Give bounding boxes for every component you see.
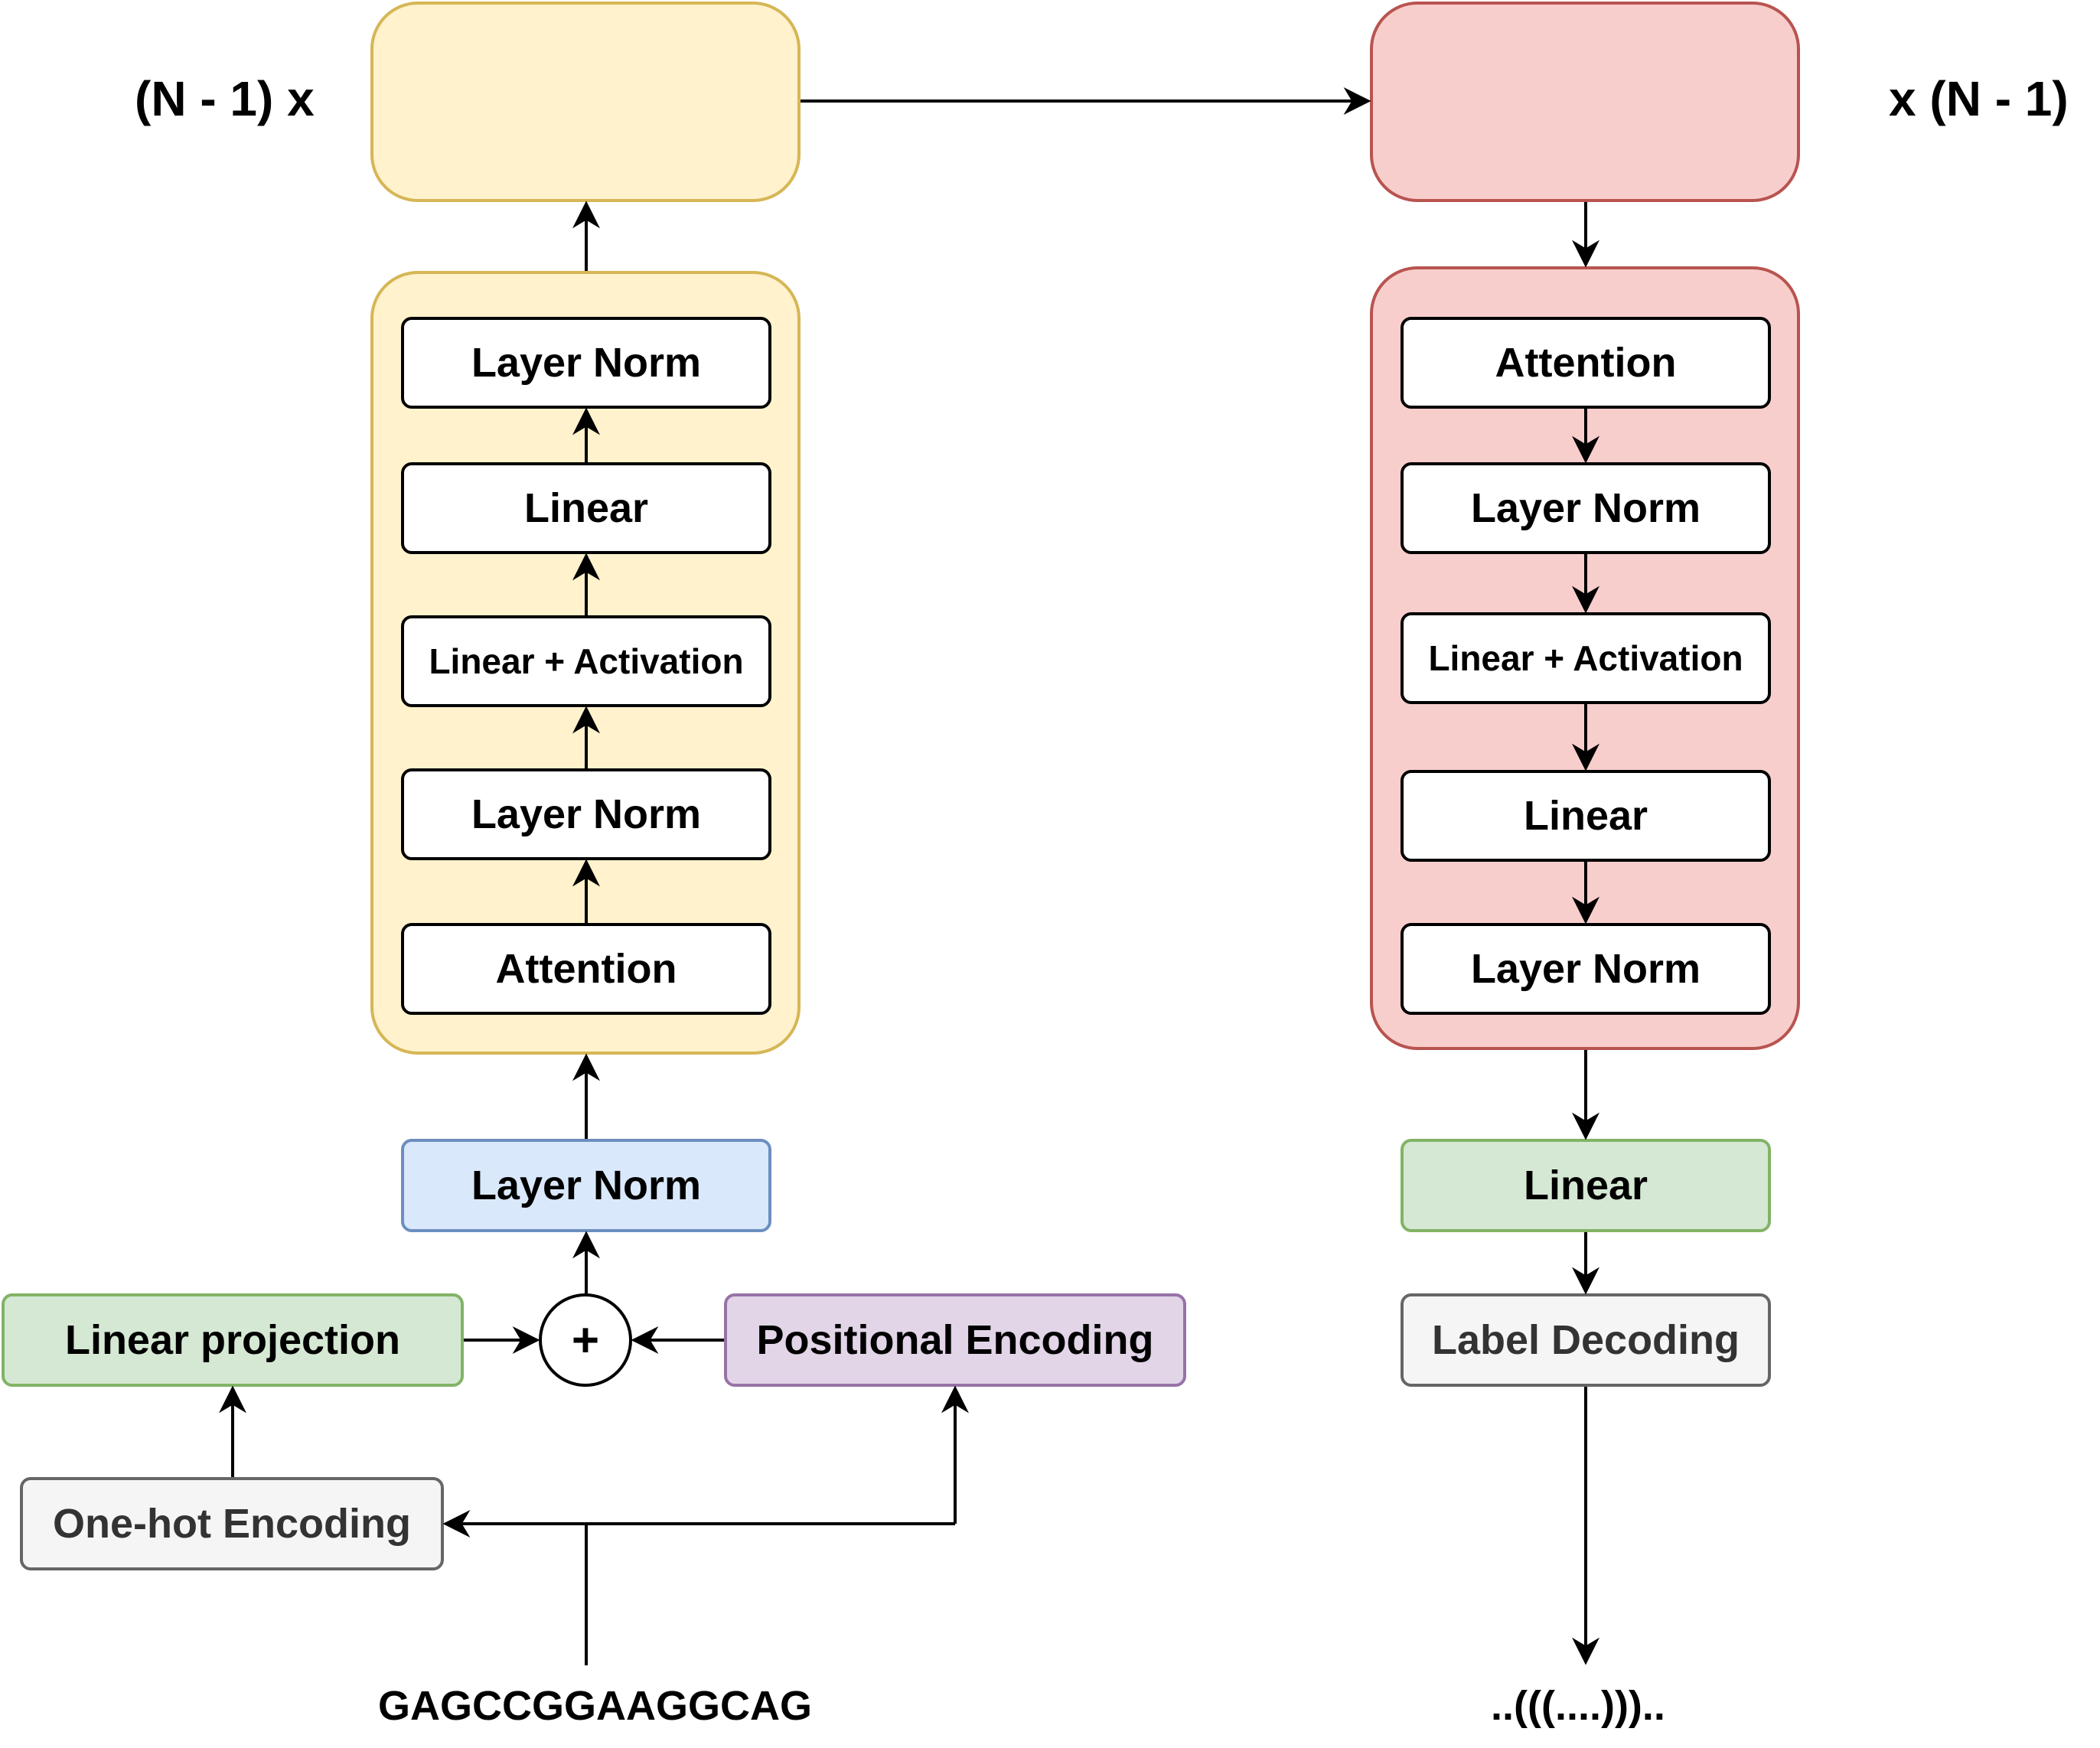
- right-repeat-label: x (N - 1): [1889, 71, 2069, 126]
- decoder-layer-norm-top: Layer Norm: [1401, 462, 1771, 554]
- input-layer-norm: Layer Norm: [401, 1139, 771, 1232]
- encoder-stack-block: [370, 2, 801, 202]
- encoder-linear-activation: Linear + Activation: [401, 615, 771, 707]
- encoder-attention: Attention: [401, 923, 771, 1015]
- encoder-layer-norm-bottom: Layer Norm: [401, 768, 771, 860]
- add-operator: +: [539, 1293, 632, 1387]
- encoder-layer-norm-top: Layer Norm: [401, 317, 771, 409]
- one-hot-encoding-box: One-hot Encoding: [20, 1477, 444, 1570]
- positional-encoding-box: Positional Encoding: [724, 1293, 1186, 1387]
- decoder-attention: Attention: [1401, 317, 1771, 409]
- decoder-stack-block: [1370, 2, 1800, 202]
- output-linear: Linear: [1401, 1139, 1771, 1232]
- decoder-layer-norm-bottom: Layer Norm: [1401, 923, 1771, 1015]
- linear-projection-box: Linear projection: [2, 1293, 464, 1387]
- output-structure: ..(((....)))..: [1491, 1683, 1665, 1729]
- input-sequence: GAGCCGGAAGGCAG: [378, 1683, 812, 1729]
- decoder-linear: Linear: [1401, 770, 1771, 862]
- label-decoding-box: Label Decoding: [1401, 1293, 1771, 1387]
- decoder-linear-activation: Linear + Activation: [1401, 612, 1771, 704]
- encoder-linear: Linear: [401, 462, 771, 554]
- left-repeat-label: (N - 1) x: [135, 71, 315, 126]
